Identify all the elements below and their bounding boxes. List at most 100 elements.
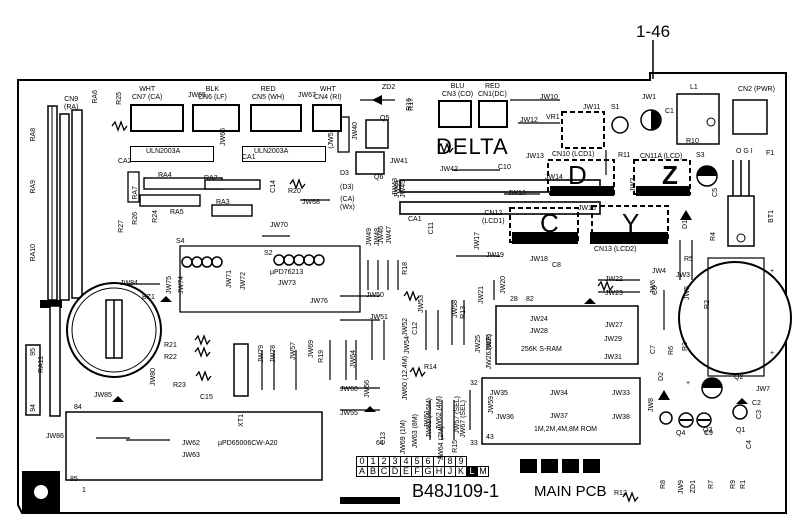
label-jw29: JW29	[604, 336, 622, 343]
label-ca1: CA1	[242, 154, 256, 161]
label-jw12: JW12	[520, 117, 538, 124]
label-c9: C9	[704, 430, 713, 437]
label-jw70: JW70	[270, 222, 288, 229]
label-jw50: JW50	[366, 292, 384, 299]
label-r21: R21	[164, 342, 177, 349]
label-n94: 94	[30, 404, 37, 412]
digit-block-4	[583, 459, 600, 473]
label-r24: R24	[152, 210, 159, 223]
label-jw54: JW54	[404, 336, 411, 354]
label-r23: R23	[173, 382, 186, 389]
label-ra4: RA4	[158, 172, 172, 179]
label-n28: 28	[510, 296, 518, 303]
label-xt1: XT1	[238, 414, 245, 427]
label-r14: R14	[424, 364, 437, 371]
label-q6: Q6	[374, 174, 384, 181]
label-r3: R3	[682, 342, 689, 351]
code-cell: 5	[411, 456, 423, 467]
label-q4: Q4	[676, 430, 686, 437]
label-q2: Q2	[734, 374, 744, 381]
label-jw37: JW37	[550, 413, 568, 420]
code-cell: H	[433, 466, 445, 477]
label-jw74: JW74	[178, 276, 185, 294]
label-jw2: JW2	[630, 178, 637, 192]
label-jw27: JW27	[605, 322, 623, 329]
label-r4: R4	[710, 232, 717, 241]
label-jw79: JW79	[258, 345, 265, 363]
label-jw51: JW51	[370, 314, 388, 321]
label-s2: S2	[264, 250, 273, 257]
board-name: MAIN PCB	[534, 483, 607, 500]
label-q3: Q3	[703, 427, 713, 434]
code-cell: A	[356, 466, 368, 477]
code-table: 0 1 2 3 4 5 6 7 8 9 A B C D E F G H J K …	[356, 456, 489, 477]
label-s4: S4	[176, 238, 185, 245]
label-cn9: CN9 (RA)	[64, 96, 79, 111]
label-cn4: WHT CN4 (RI)	[314, 86, 342, 101]
label-r18: R18	[402, 262, 409, 275]
label-s1: S1	[611, 104, 620, 111]
label-jw24: JW24	[530, 316, 548, 323]
label-n1: 1	[82, 487, 86, 494]
region-d: D	[568, 160, 587, 190]
label-cn5: RED CN5 (WH)	[252, 86, 285, 101]
label-ra3: RA3	[216, 199, 230, 206]
code-cell: 4	[400, 456, 412, 467]
code-cell: M	[477, 466, 489, 477]
label-ra5: RA5	[170, 209, 184, 216]
label-jw56: JW56	[364, 380, 371, 398]
label-jw72: JW72	[240, 272, 247, 290]
label-jw19: JW19	[486, 252, 504, 259]
label-jw16: JW16	[508, 190, 526, 197]
label-jw35: JW35	[490, 390, 508, 397]
label-jw15: JW15	[578, 205, 596, 212]
region-y: Y	[622, 208, 640, 238]
label-c8: C8	[552, 262, 561, 269]
label-l1: L1	[690, 84, 698, 91]
label-jw7: JW7	[756, 386, 770, 393]
region-c: C	[540, 208, 559, 238]
board-title: DELTA	[436, 134, 509, 159]
label-c7: C7	[650, 345, 657, 354]
label-jw60n: JW60 (12.4M)	[402, 356, 409, 400]
label-r17: R17	[408, 98, 415, 111]
label-c5: C5	[712, 188, 719, 197]
label-jw53: JW53	[418, 295, 425, 313]
label-bz1: BZ1	[142, 294, 155, 301]
label-jw75: JW75	[166, 276, 173, 294]
label-n82: 82	[526, 296, 534, 303]
label-sram: 256K S-RAM	[521, 346, 562, 353]
label-jw80: JW80	[150, 368, 157, 386]
label-bt1: BT1	[768, 210, 775, 223]
label-vr1: VR1	[546, 114, 560, 121]
label-jw1: JW1	[642, 94, 656, 101]
code-cell: G	[422, 466, 434, 477]
label-jw20: JW20	[500, 276, 507, 294]
label-q5: Q5	[380, 115, 390, 122]
label-jw5b: (JW5)	[328, 130, 335, 149]
label-cn3: BLU CN3 (CO)	[442, 83, 474, 98]
label-cn13: CN13 (LCD2)	[594, 246, 637, 253]
label-jw10: JW10	[540, 94, 558, 101]
label-cn6: BLK CN6 (LF)	[198, 86, 227, 101]
label-jw45: JW45	[400, 180, 407, 198]
label-jw57: JW57	[290, 342, 297, 360]
label-jw4: JW4	[652, 268, 666, 275]
label-cn2: CN2 (PWR)	[738, 86, 775, 93]
label-jw36: JW36	[496, 414, 514, 421]
label-uln1: ULN2003A	[146, 148, 181, 155]
label-jw14: JW14	[545, 174, 563, 181]
label-cn12: CN12 (LCD1)	[482, 210, 505, 225]
label-jw5: JW5	[684, 286, 691, 300]
label-c4: C4	[746, 440, 753, 449]
code-cell: 6	[422, 456, 434, 467]
label-r7: R7	[708, 480, 715, 489]
label-plus3: +	[686, 380, 691, 387]
label-cn10: CN10 (LCD1)	[552, 151, 595, 158]
code-cell: 8	[444, 456, 456, 467]
label-n33: 33	[470, 440, 478, 447]
code-cell: L	[466, 466, 478, 477]
label-jw69n: JW69 (1M)	[400, 420, 407, 455]
label-n43: 43	[486, 434, 494, 441]
label-r8: R8	[660, 480, 667, 489]
